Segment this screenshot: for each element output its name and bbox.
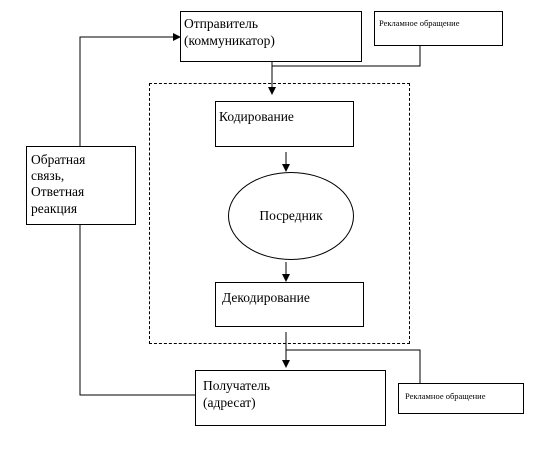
feedback-box: Обратная связь, Ответная реакция [26, 146, 136, 225]
receiver-box: Получатель (адресат) [195, 370, 386, 426]
sender-line1: Отправитель [184, 16, 258, 31]
encoding-label: Кодирование [219, 109, 294, 124]
receiver-line1: Получатель [203, 378, 271, 393]
ad-message-bottom-box: Рекламное обращение [398, 383, 524, 414]
decoding-box: Декодирование [215, 282, 364, 327]
sender-line2: (коммуникатор) [184, 32, 275, 48]
decoding-label: Декодирование [222, 290, 310, 305]
ad-message-bottom-label: Рекламное обращение [405, 391, 486, 401]
receiver-to-feedback-line [79, 225, 195, 396]
ad-message-top-box: Рекламное обращение [374, 11, 503, 46]
medium-ellipse: Посредник [228, 172, 354, 260]
sender-box: Отправитель (коммуникатор) [180, 11, 362, 62]
feedback-line4: реакция [31, 200, 78, 216]
ad-top-connector [272, 45, 421, 67]
encoding-process-frame [149, 83, 410, 344]
feedback-line2: связь, [31, 168, 65, 184]
ad-bottom-connector [286, 349, 421, 383]
feedback-line3: Ответная [31, 184, 85, 200]
feedback-line1: Обратная [31, 152, 86, 167]
feedback-to-sender-line [79, 33, 181, 147]
receiver-line2: (адресат) [203, 394, 256, 410]
ad-message-top-label: Рекламное обращение [379, 18, 460, 28]
encoding-box: Кодирование [215, 101, 354, 147]
medium-label: Посредник [259, 208, 323, 223]
